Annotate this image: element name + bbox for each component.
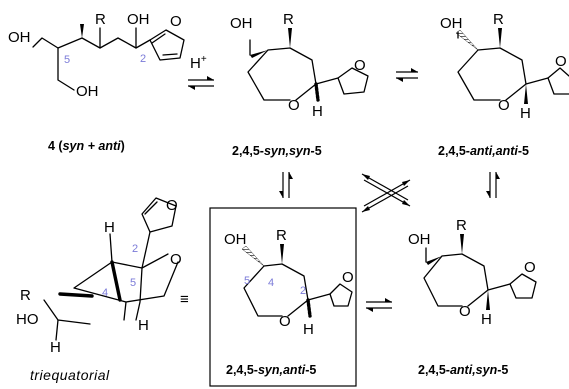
compound-4-oh-bottom: OH bbox=[76, 83, 99, 100]
chair-r: R bbox=[20, 287, 31, 304]
anti-syn-furan-o: O bbox=[524, 259, 536, 276]
syn-anti-h: H bbox=[303, 321, 314, 338]
compound-4: OH OH R OH O 5 2 4 (syn + anti) bbox=[8, 11, 185, 153]
equilibrium-right-vertical bbox=[486, 172, 500, 198]
chair-caption: triequatorial bbox=[30, 367, 110, 383]
equilibrium-top bbox=[396, 68, 418, 82]
syn-anti-locant-2: 2 bbox=[300, 285, 306, 297]
compound-4-furan-o: O bbox=[170, 13, 182, 30]
syn-syn-caption: 2,4,5-syn,syn-5 bbox=[232, 144, 322, 158]
chair-locant-2: 2 bbox=[132, 243, 138, 255]
anti-syn-caption: 2,4,5-anti,syn-5 bbox=[418, 363, 508, 377]
chair-ho: HO bbox=[16, 311, 39, 328]
chair-furan-o: O bbox=[166, 197, 178, 214]
syn-anti-furan-o: O bbox=[342, 269, 354, 286]
syn-syn-h: H bbox=[312, 103, 323, 120]
syn-anti-caption: 2,4,5-syn,anti-5 bbox=[226, 363, 316, 377]
chair-h-top: H bbox=[104, 219, 115, 236]
acid-label: H+ bbox=[190, 54, 207, 72]
equilibrium-left-vertical bbox=[279, 172, 293, 198]
compound-4-caption: 4 (syn + anti) bbox=[48, 139, 125, 153]
chair-locant-4: 4 bbox=[102, 287, 108, 299]
anti-anti-r: R bbox=[493, 11, 504, 28]
syn-syn-furan-o: O bbox=[354, 57, 366, 74]
equilibrium-cross bbox=[361, 173, 411, 213]
chair-h-c5: H bbox=[138, 317, 149, 334]
syn-anti-locant-5: 5 bbox=[244, 275, 250, 287]
compound-4-r: R bbox=[95, 11, 106, 28]
anti-anti-h: H bbox=[520, 105, 531, 122]
syn-syn-oh: OH bbox=[230, 15, 253, 32]
anti-syn-isomer: OH R O H O 2,4,5-anti,syn-5 bbox=[408, 217, 537, 377]
syn-syn-r: R bbox=[283, 11, 294, 28]
acid-equilibrium-arrow: H+ bbox=[188, 54, 214, 90]
chair-h-bottom: H bbox=[50, 339, 61, 356]
syn-anti-highlight-box bbox=[209, 207, 357, 387]
syn-anti-isomer: OH R O H O 4 5 2 2,4,5-syn,anti-5 bbox=[209, 207, 357, 387]
anti-anti-oh: OH bbox=[440, 15, 463, 32]
equivalence-symbol: ≡ bbox=[180, 291, 189, 308]
chair-locant-5: 5 bbox=[130, 277, 136, 289]
anti-syn-r: R bbox=[456, 217, 467, 234]
anti-anti-ring-o: O bbox=[498, 97, 510, 114]
equilibrium-bottom bbox=[366, 298, 392, 312]
chair-ring-o: O bbox=[170, 251, 182, 268]
anti-syn-oh: OH bbox=[408, 231, 431, 248]
compound-4-locant-2: 2 bbox=[140, 53, 146, 65]
anti-syn-ring-o: O bbox=[459, 303, 471, 320]
anti-anti-furan-o: O bbox=[555, 53, 567, 70]
compound-4-oh-top: OH bbox=[8, 29, 31, 46]
compound-4-oh-c2: OH bbox=[127, 11, 150, 28]
compound-4-bonds bbox=[32, 24, 185, 91]
compound-4-locant-5: 5 bbox=[64, 54, 70, 66]
anti-anti-caption: 2,4,5-anti,anti-5 bbox=[438, 144, 529, 158]
syn-anti-locant-4: 4 bbox=[268, 277, 274, 289]
anti-syn-h: H bbox=[481, 311, 492, 328]
syn-anti-r: R bbox=[276, 227, 287, 244]
anti-anti-isomer: OH R O H O 2,4,5-anti,anti-5 bbox=[438, 11, 569, 158]
chair-conformer: R HO H H H O O 4 5 2 triequatorial bbox=[16, 197, 182, 383]
syn-syn-ring-o: O bbox=[288, 97, 300, 114]
syn-anti-oh: OH bbox=[224, 231, 247, 248]
syn-syn-isomer: OH R O H O 2,4,5-syn,syn-5 bbox=[230, 11, 369, 158]
syn-anti-ring-o: O bbox=[279, 313, 291, 330]
